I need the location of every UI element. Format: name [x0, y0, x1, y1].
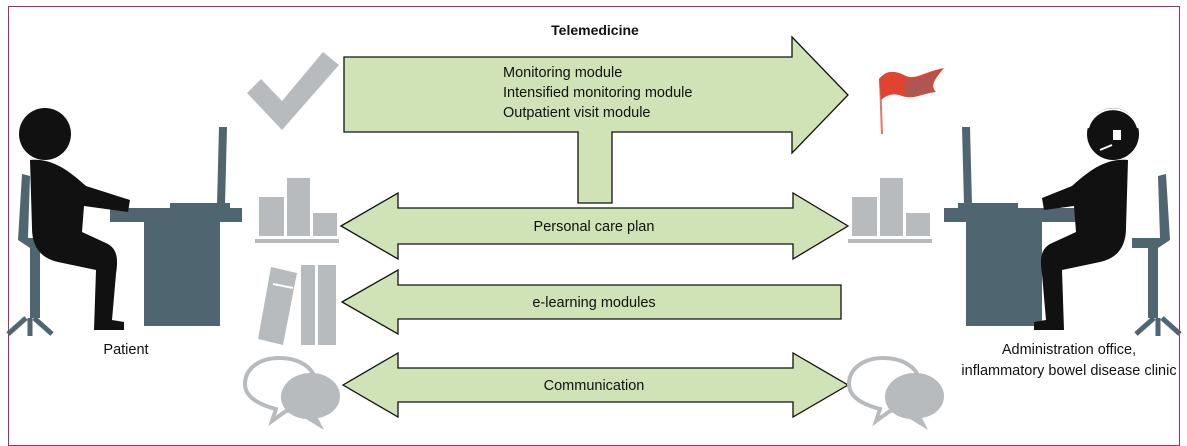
speech-bubbles-icon-right [846, 355, 944, 430]
main-module-arrow [343, 35, 849, 204]
main-arrow-line-2: Intensified monitoring module [503, 85, 692, 101]
personal-care-plan-label: Personal care plan [534, 219, 655, 235]
elearning-label: e-learning modules [532, 295, 655, 311]
patient-at-computer-icon [6, 108, 242, 336]
books-icon [258, 265, 336, 345]
bar-chart-icon-left [255, 178, 339, 243]
clinic-label-line-2: inflammatory bowel disease clinic [961, 363, 1176, 379]
speech-bubbles-icon-left [242, 355, 340, 430]
person-with-headset-icon [944, 108, 1182, 336]
main-arrow-line-3: Outpatient visit module [503, 105, 651, 121]
check-icon [247, 52, 339, 130]
flag-icon [879, 68, 944, 135]
communication-label: Communication [544, 378, 645, 394]
diagram-title: Telemedicine [551, 22, 639, 38]
bar-chart-icon-right [848, 178, 932, 243]
elearning-arrow [340, 268, 842, 336]
patient-label: Patient [103, 342, 148, 358]
clinic-label-line-1: Administration office, [1002, 342, 1136, 358]
main-arrow-line-1: Monitoring module [503, 65, 622, 81]
personal-care-plan-arrow [339, 191, 850, 261]
